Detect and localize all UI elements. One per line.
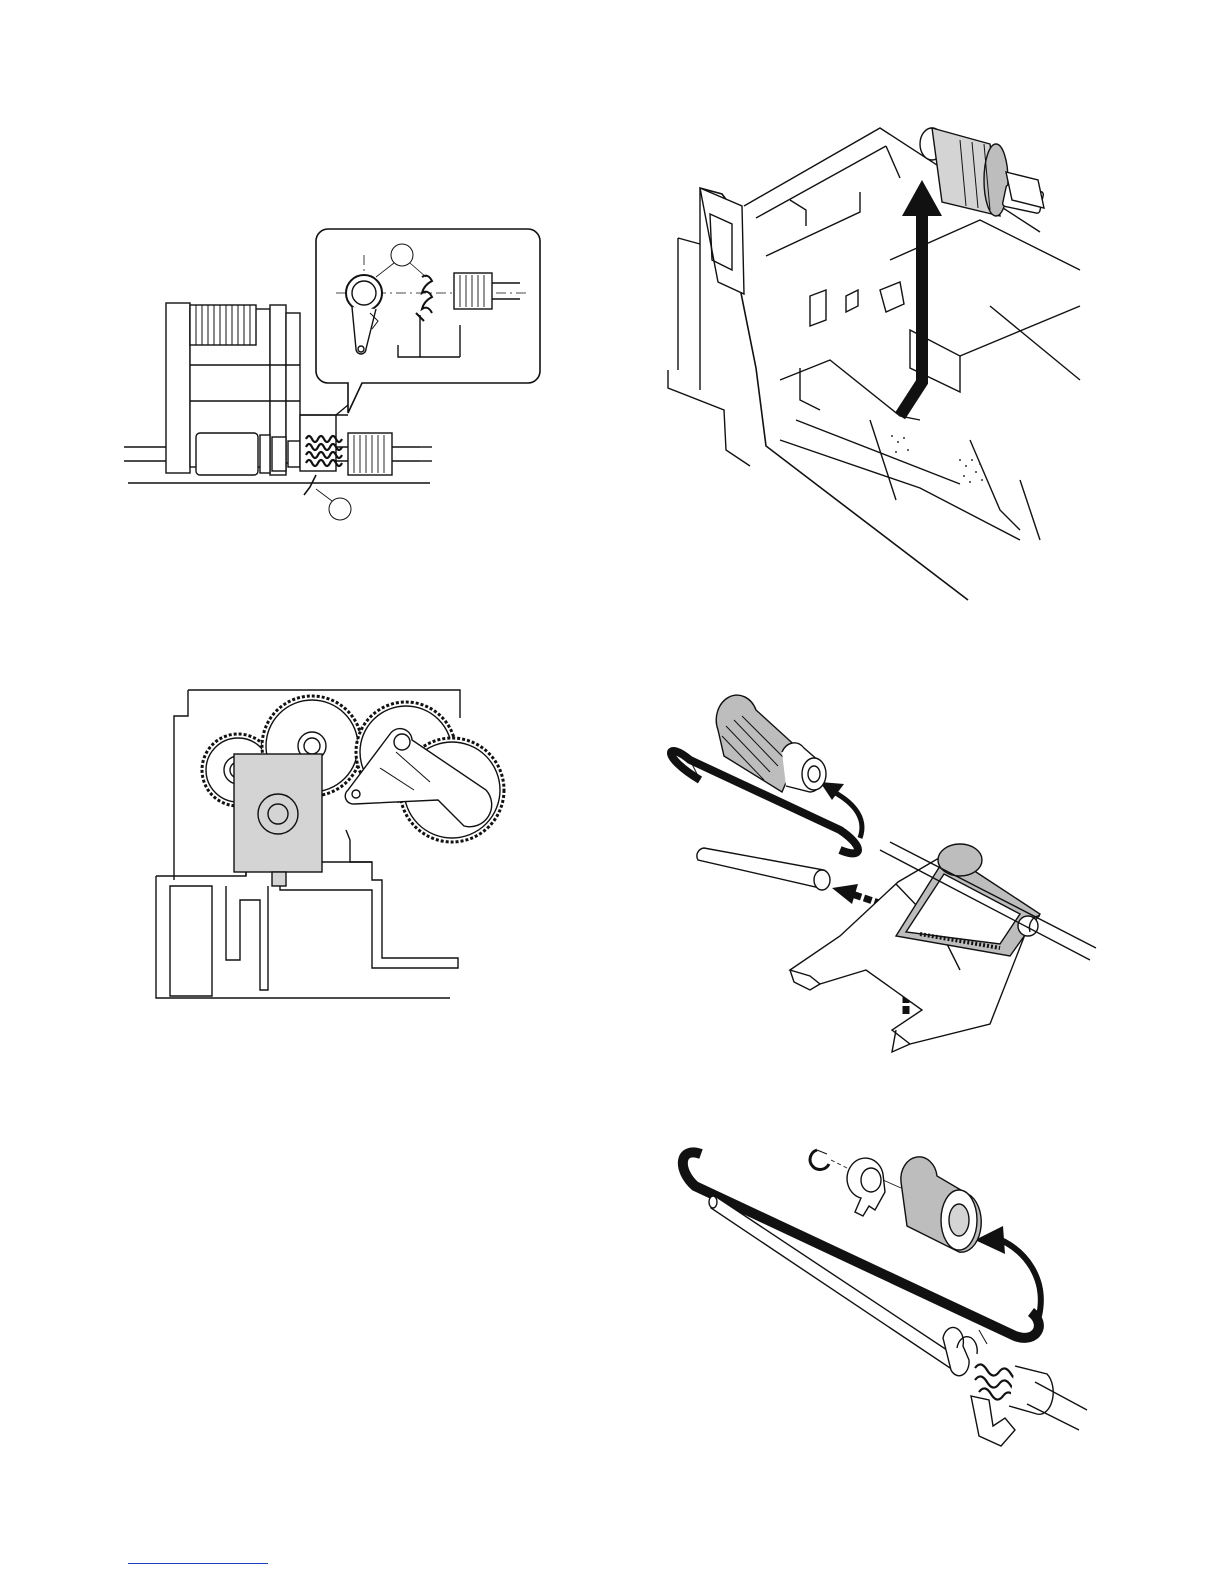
- bracket-foot: [971, 1396, 1015, 1446]
- figure-gear-train: [150, 690, 510, 1000]
- figure-shaft-roller-exploded: [675, 1130, 1095, 1450]
- motor-housing: [234, 754, 322, 886]
- roller-shaft: [697, 848, 830, 890]
- detail-callout-balloon: [316, 229, 540, 413]
- figure-pickup-roller-removal: [660, 120, 1100, 610]
- pickup-roller: [920, 128, 1044, 216]
- knurled-collar: [348, 433, 392, 475]
- separation-roller: [901, 1157, 981, 1252]
- figure-roller-spring-assembly: [120, 225, 550, 535]
- upper-roller: [190, 305, 256, 345]
- footer-rule: [128, 1563, 268, 1564]
- roller-holder: [847, 1158, 885, 1216]
- e-ring: [810, 1150, 829, 1170]
- figure-roller-belt-removal: [660, 700, 1100, 1060]
